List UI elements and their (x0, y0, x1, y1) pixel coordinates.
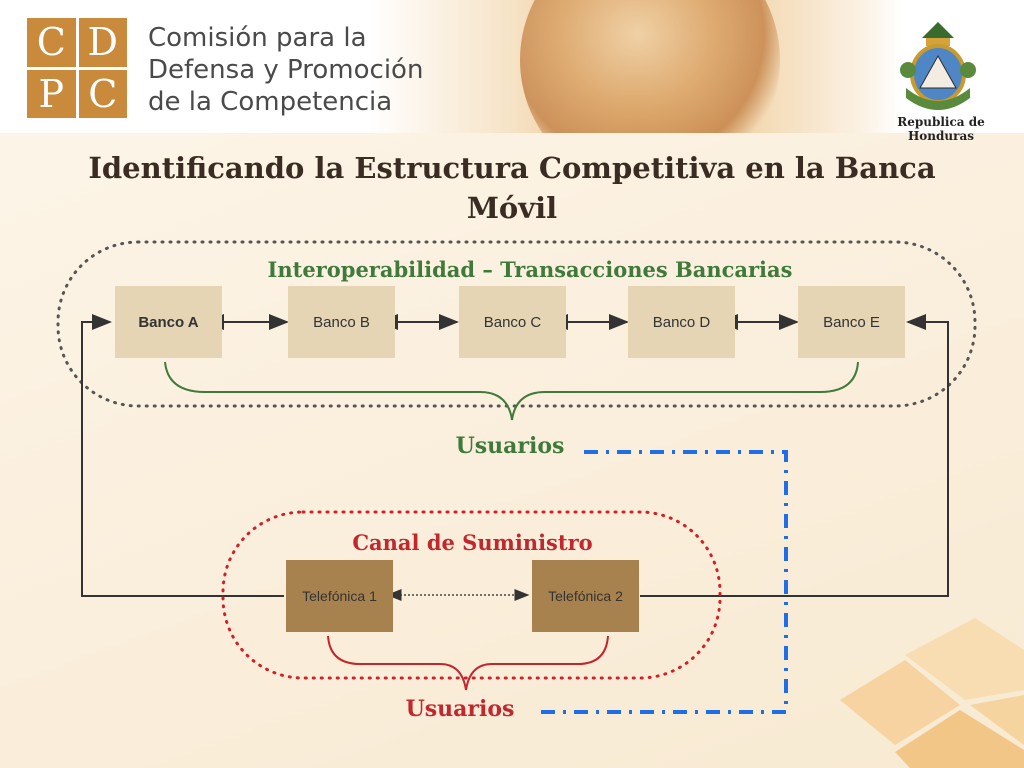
users-brace-green (164, 361, 859, 421)
users-connector-dashdot (536, 450, 788, 714)
users-brace-red (327, 635, 609, 691)
org-name-line: Comisión para la (148, 23, 367, 53)
interop-label: Interoperabilidad – Transacciones Bancar… (267, 257, 793, 282)
bank-box-e: Banco E (798, 286, 905, 358)
users-label-banks: Usuarios (455, 433, 565, 459)
loop-arrow-right (640, 314, 949, 597)
country-label: Republica de Honduras (897, 115, 985, 143)
logo-letter: D (78, 18, 127, 67)
logo-letter: C (78, 69, 127, 118)
bank-box-d: Banco D (628, 286, 735, 358)
organization-name: Comisión para la Defensa y Promoción de … (148, 22, 468, 118)
logo-letter: P (27, 69, 76, 118)
telco-box-1: Telefónica 1 (286, 560, 393, 632)
telco-box-2: Telefónica 2 (532, 560, 639, 632)
users-label-telcos: Usuarios (405, 696, 515, 722)
supply-channel-label: Canal de Suministro (352, 530, 593, 555)
cdpc-logo: C D P C (27, 18, 127, 118)
header-banner: C D P C Comisión para la Defensa y Promo… (0, 0, 1024, 133)
bank-box-b: Banco B (288, 286, 395, 358)
interop-region-outline (56, 240, 977, 408)
globe-graphic (520, 0, 780, 133)
coat-of-arms-icon (900, 22, 976, 110)
org-name-line: de la Competencia (148, 87, 393, 117)
bank-box-c: Banco C (459, 286, 566, 358)
org-name-line: Defensa y Promoción (148, 55, 424, 85)
bank-box-a: Banco A (115, 286, 222, 358)
loop-arrow-left (81, 314, 284, 597)
page-title: Identificando la Estructura Competitiva … (88, 151, 936, 225)
supply-region-outline (221, 510, 722, 680)
logo-letter: C (27, 18, 76, 67)
